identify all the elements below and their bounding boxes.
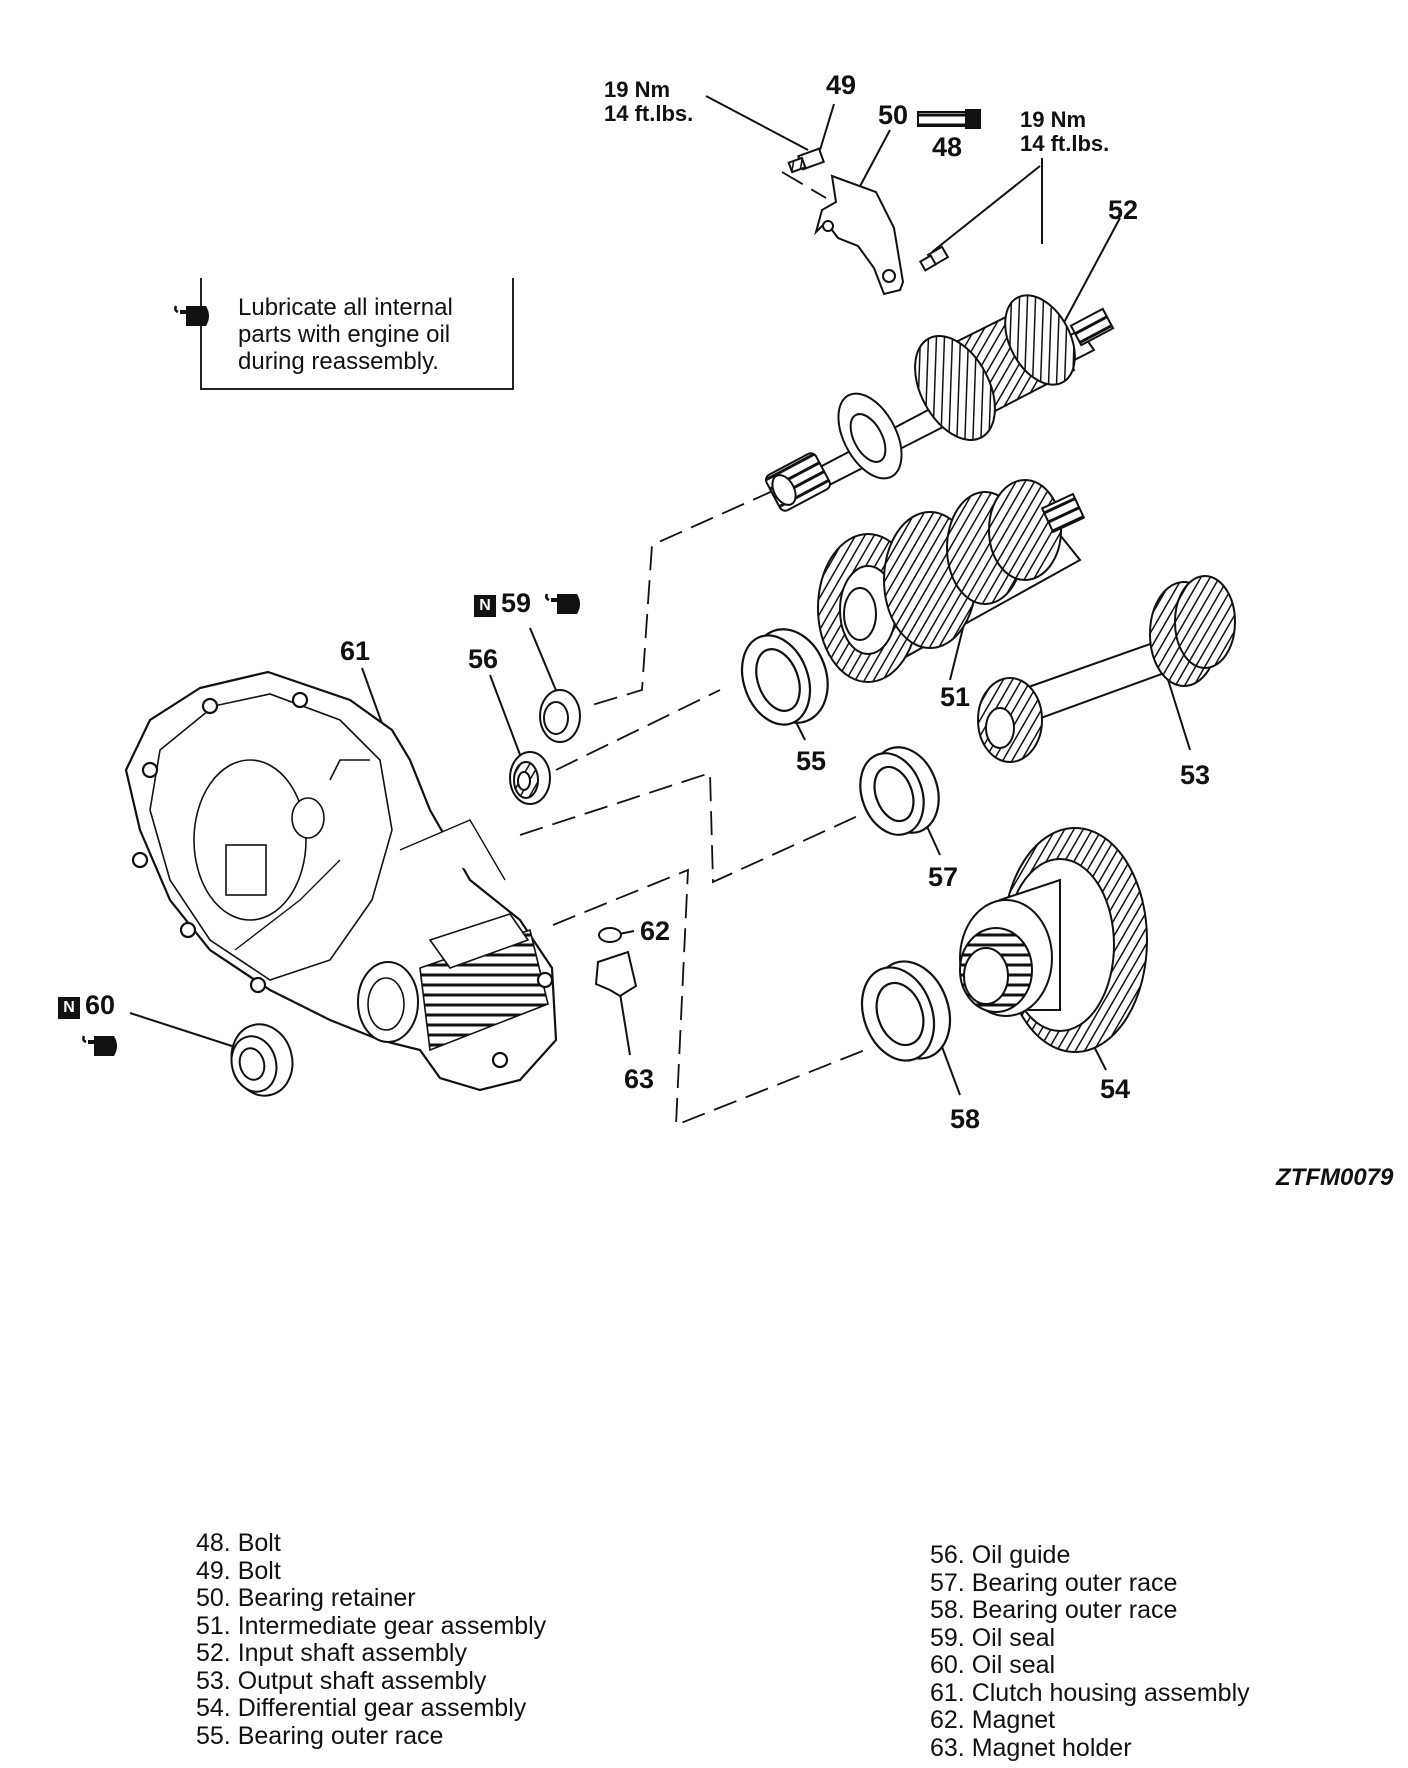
- oil-can-icon: [82, 1035, 117, 1056]
- oil-seal-59: [539, 689, 581, 743]
- magnet-62: [598, 927, 622, 943]
- torque-spec-bolt-49: 19 Nm 14 ft.lbs.: [604, 77, 694, 126]
- leader-49-torque: [705, 95, 809, 151]
- leader-56: [489, 674, 523, 761]
- new-part-badge: N: [58, 997, 80, 1019]
- callout-52: 52: [1108, 195, 1139, 225]
- legend-item: 54. Differential gear assembly: [196, 1694, 527, 1722]
- lubrication-note: Lubricate all internal parts with engine…: [174, 278, 514, 390]
- assembly-path-bearing-55: [555, 689, 721, 771]
- lubrication-note-text: Lubricate all internal parts with engine…: [238, 294, 453, 375]
- output-shaft-53: [977, 575, 1236, 763]
- legend-item: 52. Input shaft assembly: [196, 1639, 467, 1667]
- oil-guide-56: [509, 751, 551, 805]
- leader-59: [529, 627, 561, 701]
- leader-50: [857, 129, 891, 191]
- legend-item: 53. Output shaft assembly: [196, 1666, 487, 1695]
- callout-62: 62: [640, 916, 671, 946]
- bearing-retainer-50: [814, 174, 905, 296]
- differential-gear-54: [959, 827, 1148, 1053]
- magnet-holder-63: [594, 950, 638, 998]
- assembly-path-input-shaft: [591, 489, 776, 706]
- legend-item: 61. Clutch housing assembly: [930, 1678, 1250, 1707]
- oil-seal-60: [230, 1023, 294, 1097]
- bearing-outer-race-58: [860, 960, 952, 1062]
- legend-item: 50. Bearing retainer: [196, 1584, 416, 1612]
- callout-55: 55: [796, 746, 827, 776]
- legend-item: 48. Bolt: [196, 1529, 281, 1557]
- callout-61: 61: [340, 636, 371, 666]
- parts-legend-left: 48. Bolt 49. Bolt 50. Bearing retainer 5…: [196, 1529, 547, 1750]
- intermediate-gear-51: [817, 479, 1086, 683]
- legend-item: 58. Bearing outer race: [930, 1596, 1178, 1624]
- callout-57: 57: [928, 862, 959, 892]
- legend-item: 62. Magnet: [930, 1706, 1056, 1734]
- legend-item: 51. Intermediate gear assembly: [196, 1611, 547, 1640]
- legend-item: 63. Magnet holder: [930, 1733, 1132, 1762]
- parts-legend-right: 56. Oil guide 57. Bearing outer race 58.…: [930, 1541, 1250, 1762]
- oil-can-icon: [174, 305, 209, 326]
- bolt-49: [787, 147, 826, 174]
- leader-48-torque: [931, 165, 1041, 253]
- assembly-path-bearing-57: [519, 771, 861, 884]
- assembly-path-retainer: [781, 171, 827, 199]
- input-shaft-52: [765, 294, 1115, 512]
- callout-49: 49: [826, 70, 857, 100]
- leader-52: [1059, 217, 1121, 331]
- callout-56: 56: [468, 644, 499, 674]
- assembly-path-bearing-58: [552, 868, 866, 1127]
- legend-item: 49. Bolt: [196, 1556, 281, 1585]
- callout-54: 54: [1100, 1074, 1131, 1104]
- callout-48: 48: [932, 132, 963, 162]
- callout-53: 53: [1180, 760, 1211, 790]
- leader-49: [819, 103, 835, 151]
- leader-53: [1164, 669, 1191, 751]
- bearing-outer-race-55: [740, 628, 829, 726]
- legend-item: 55. Bearing outer race: [196, 1721, 444, 1750]
- callout-51: 51: [940, 682, 971, 712]
- legend-item: 56. Oil guide: [930, 1541, 1071, 1569]
- legend-item: 59. Oil seal: [930, 1623, 1056, 1652]
- legend-item: 60. Oil seal: [930, 1651, 1056, 1679]
- bearing-outer-race-57: [859, 746, 940, 836]
- bolt-48: [917, 109, 981, 272]
- figure-id: ZTFM0079: [1276, 1164, 1394, 1191]
- legend-item: 57. Bearing outer race: [930, 1568, 1178, 1597]
- leader-60: [129, 1012, 239, 1049]
- clutch-housing-61: [124, 670, 558, 1092]
- callout-50: 50: [878, 100, 909, 130]
- oil-can-icon: [544, 593, 580, 614]
- callout-58: 58: [950, 1104, 981, 1134]
- callout-63: 63: [624, 1064, 655, 1094]
- new-part-badge: N: [474, 595, 496, 617]
- torque-spec-bolt-48: 19 Nm 14 ft.lbs.: [1020, 107, 1110, 156]
